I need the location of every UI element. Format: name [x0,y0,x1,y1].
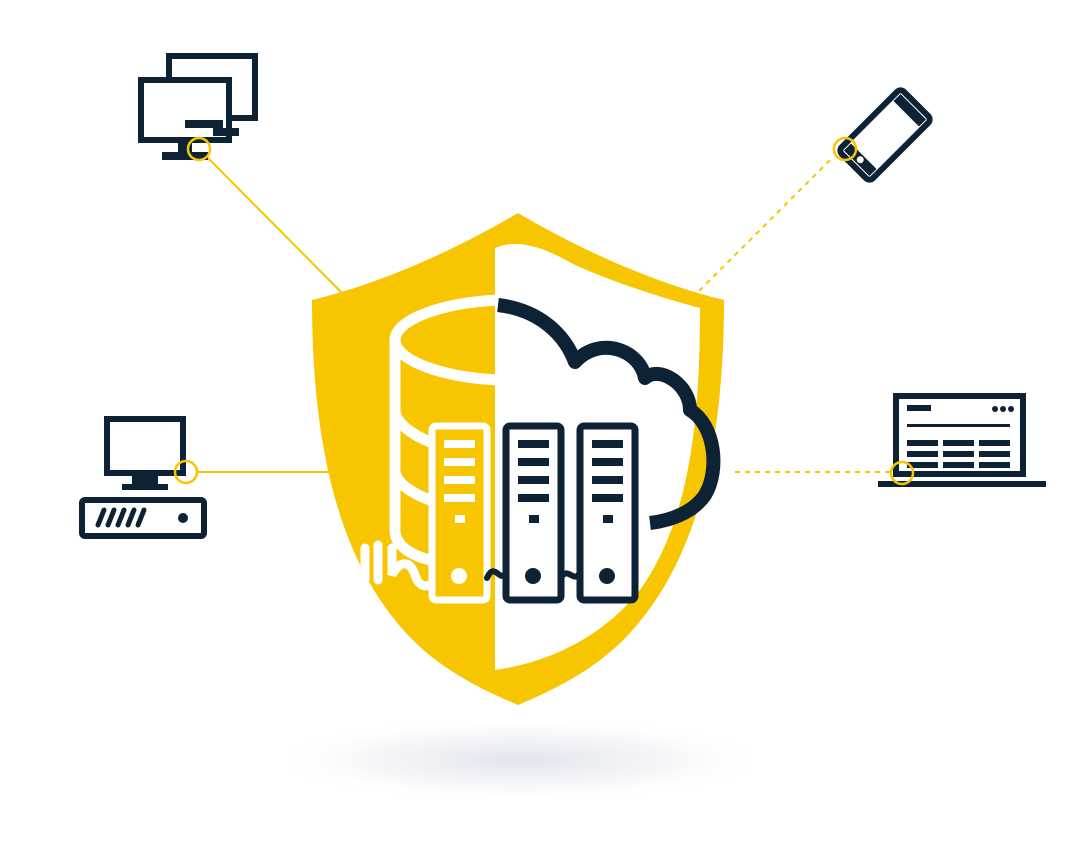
laptop-icon [878,393,1046,487]
ground-shadow [270,718,770,802]
connector-laptop [889,460,915,486]
connector-smartphone [832,136,858,162]
server-rack-white [428,422,491,604]
server-rack-dark-1 [502,422,565,604]
connector-dual-monitor [186,136,212,162]
cloud-icon [496,298,721,530]
server-rack-dark-2 [576,422,639,604]
desktop-computer-icon [79,416,207,539]
connector-desktop-computer [173,459,199,485]
connection-line-dual-monitor [206,156,346,297]
smartphone-icon [837,87,933,183]
server-cable [484,568,583,581]
dual-monitor-icon [138,53,258,160]
